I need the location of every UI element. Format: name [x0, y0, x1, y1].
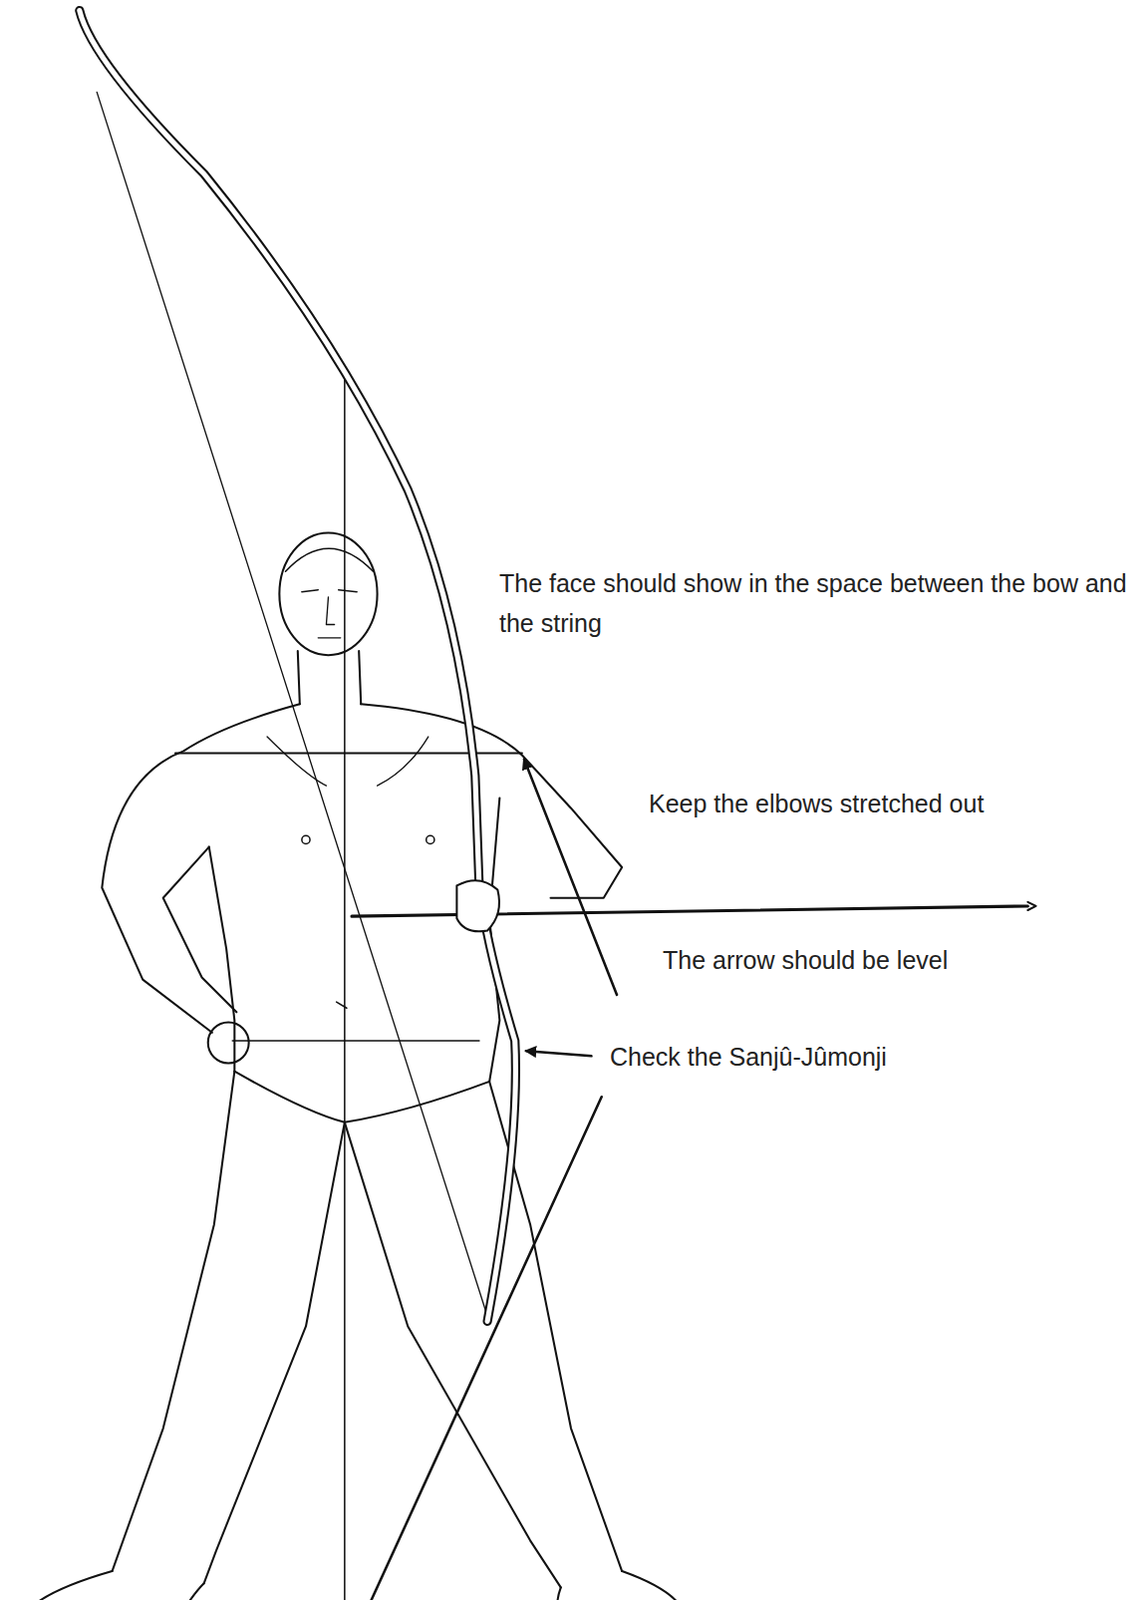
annotation-label: Keep the elbows stretched out	[648, 783, 1129, 824]
annotation-label: The arrow should be level	[662, 939, 1122, 980]
annotation-label: The face should show in the space betwee…	[499, 563, 1132, 643]
annotation-label: Check the Sanjû-Jûmonji	[609, 1036, 1121, 1077]
